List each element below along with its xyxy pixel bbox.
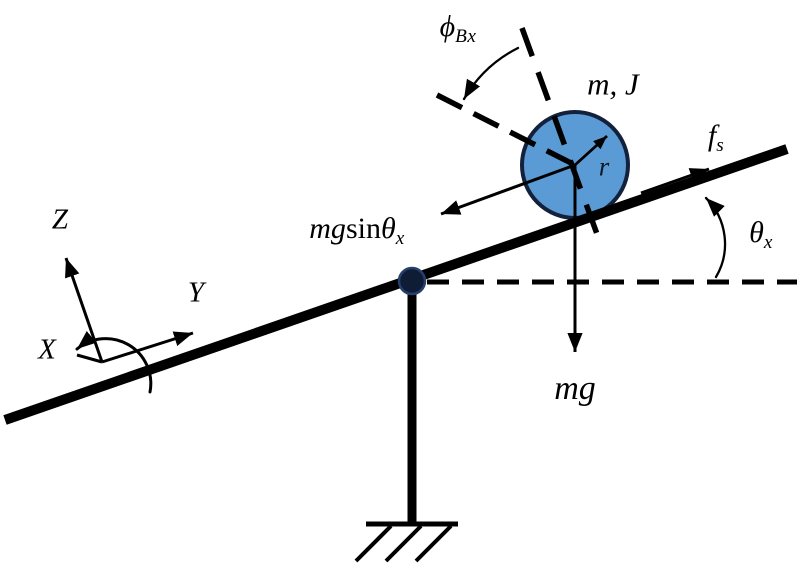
theta-angle-arc-arrow [704,196,727,279]
pivot-joint [397,266,427,296]
ball-rotation-dashed-line-tilted [435,92,577,168]
theta-angle-label: θx [749,215,773,253]
phi-angle-arc-arrow [462,46,520,101]
y-axis-label: Y [187,276,205,309]
ball-rotation-dashed-line-vertical [519,27,604,246]
ground-hatch-line [384,524,423,563]
radius-label: r [598,151,610,182]
x-axis-label: X [38,333,56,366]
gravity-label: mg [554,370,596,407]
ground-hatch-line [414,524,453,563]
x-axis-line [76,353,103,364]
z-axis-arrow [64,257,104,363]
x-rotation-arc-arrow [75,331,153,394]
z-axis-label: Z [51,203,69,236]
ground-hatch-line [354,524,393,563]
mass-inertia-label: m, J [587,66,639,102]
gravity-component-arrow [440,163,576,216]
phi-angle-label: ϕBx [439,9,477,47]
y-axis-arrow [101,331,194,364]
friction-arrow [640,167,710,195]
beam [3,144,789,425]
radius-arrow [574,134,608,167]
gravity-component-label: mgsinθx [309,211,405,249]
friction-label: fs [707,118,725,156]
